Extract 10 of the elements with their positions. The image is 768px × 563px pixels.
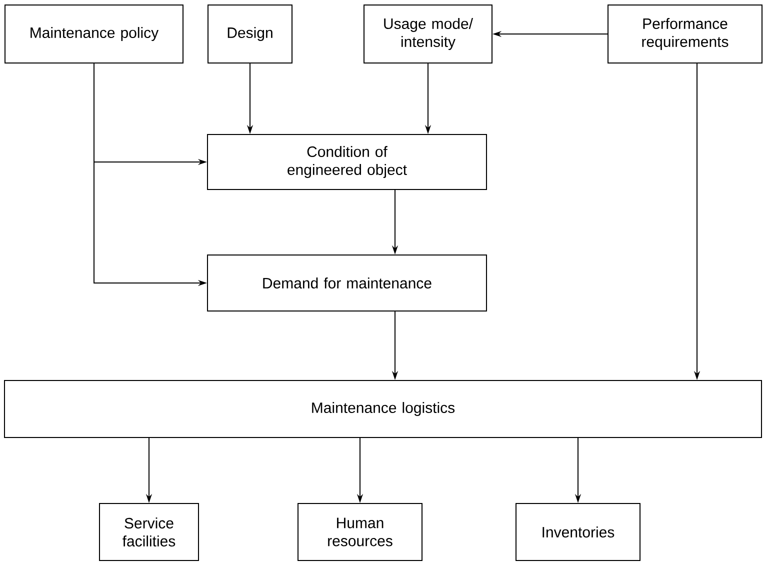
process-box: Condition of engineered object	[207, 134, 487, 190]
process-box: Demand for maintenance	[207, 254, 487, 312]
process-box: Maintenance logistics	[4, 380, 762, 438]
process-box: Human resources	[298, 503, 422, 561]
process-box: Usage mode/ intensity	[364, 4, 492, 64]
process-box: Inventories	[516, 503, 640, 561]
process-box: Maintenance policy	[4, 4, 184, 64]
process-box: Design	[208, 4, 292, 64]
process-box: Service facilities	[99, 503, 199, 561]
process-box: Performance requirements	[608, 4, 762, 64]
